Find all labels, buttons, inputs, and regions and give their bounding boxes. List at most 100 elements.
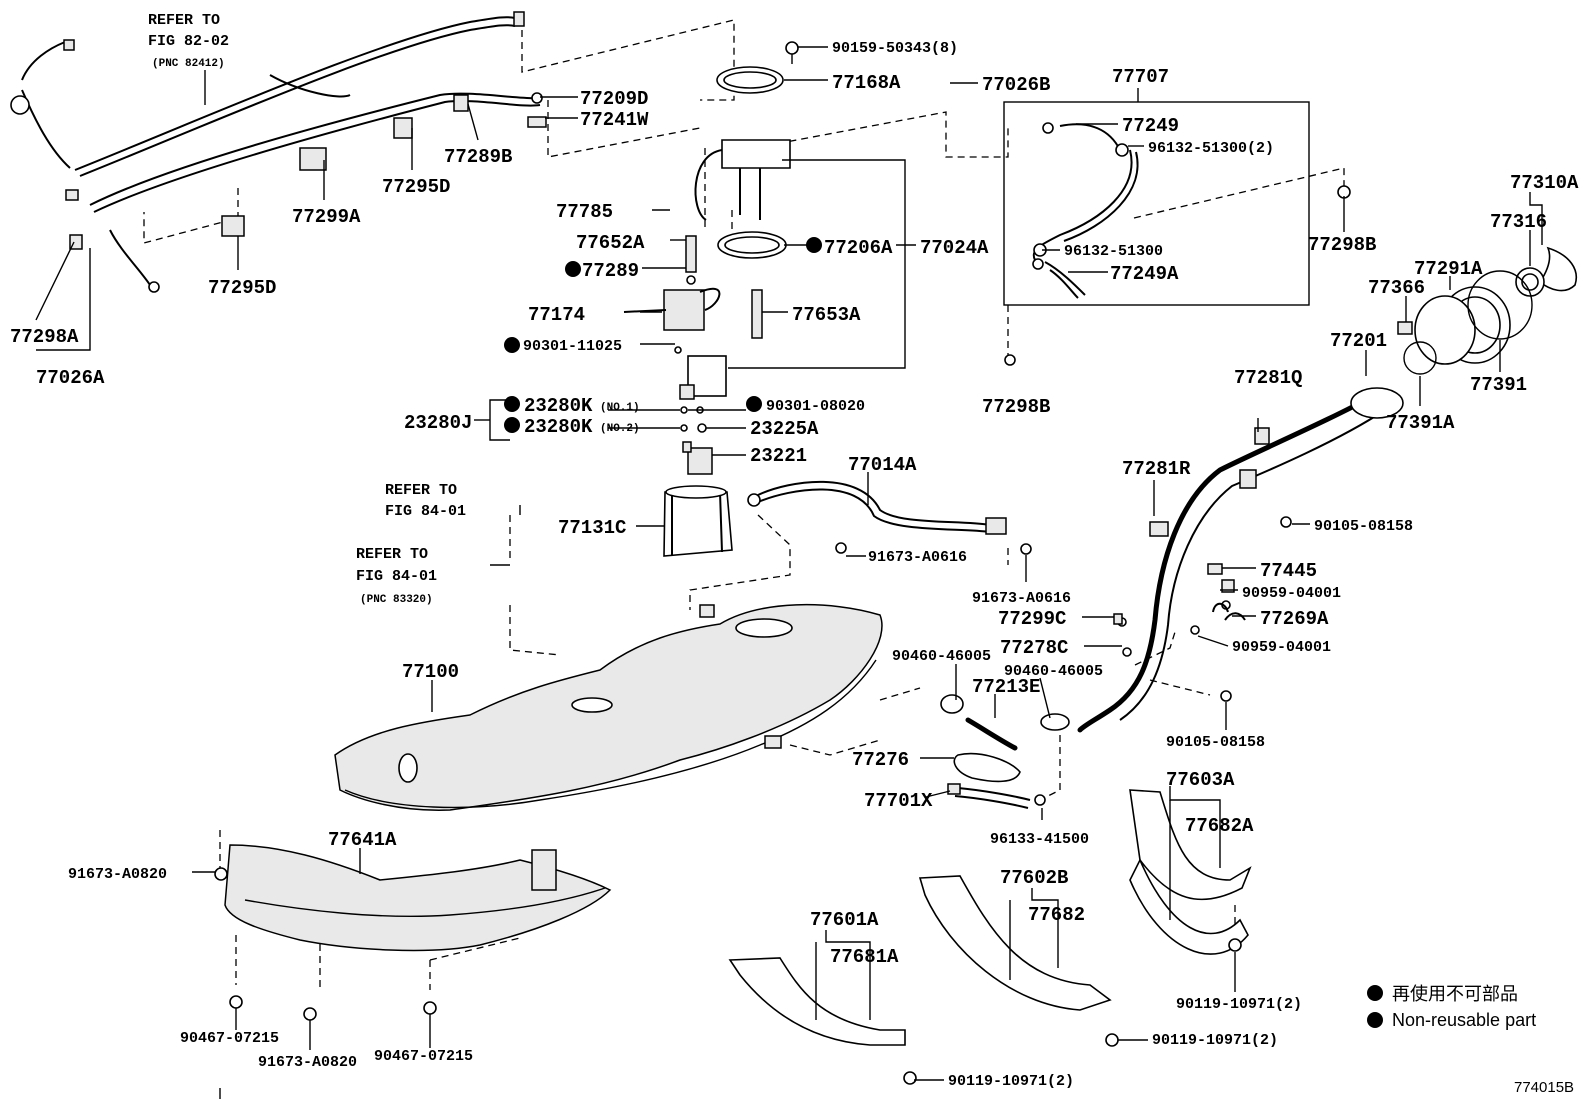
label-77682: 77682 [1028, 904, 1085, 926]
ref-note-84-01b-l1: REFER TO [356, 546, 428, 563]
label-77299c: 77299C [998, 608, 1066, 630]
label-90119-a: 90119-10971(2) [1176, 996, 1302, 1013]
ref-note-84-01b-l3: (PNC 83320) [360, 594, 433, 606]
label-96133: 96133-41500 [990, 831, 1089, 848]
label-91673-a0820-b: 91673-A0820 [258, 1054, 357, 1071]
label-77299a: 77299A [292, 206, 361, 228]
label-23225a: 23225A [750, 418, 819, 440]
label-91673-a0616-b: 91673-A0616 [972, 590, 1071, 607]
label-77291a: 77291A [1414, 258, 1483, 280]
filler-hoses [940, 694, 1070, 809]
label-23221: 23221 [750, 445, 807, 467]
dashed-guide-lines [143, 19, 1345, 990]
ref-note-84-01b-l2: FIG 84-01 [356, 568, 437, 585]
label-77445: 77445 [1260, 560, 1317, 582]
label-77206a: 77206A [824, 237, 893, 259]
filler-pipe-77201 [1077, 387, 1404, 733]
non-reusable-markers [504, 237, 1383, 1028]
label-77391: 77391 [1470, 374, 1527, 396]
label-77014a: 77014A [848, 454, 917, 476]
label-77276: 77276 [852, 749, 909, 771]
label-77602b: 77602B [1000, 867, 1068, 889]
label-77131c: 77131C [558, 517, 626, 539]
label-90301-11025: 90301-11025 [523, 338, 622, 355]
leader-lines [35, 46, 1543, 1099]
label-96132: 96132-51300 [1064, 243, 1163, 260]
label-77707: 77707 [1112, 66, 1169, 88]
label-90105-b: 90105-08158 [1166, 734, 1265, 751]
label-77241w: 77241W [580, 109, 649, 131]
figure-code: 774015B [1514, 1079, 1574, 1096]
label-90467-b: 90467-07215 [374, 1048, 473, 1065]
label-90959-a: 90959-04001 [1242, 585, 1341, 602]
label-77209d: 77209D [580, 88, 648, 110]
filler-cap-group [1397, 246, 1577, 375]
legend: 再使用不可部品 Non-reusable part 774015B [1392, 984, 1574, 1096]
label-91673-a0820-a: 91673-A0820 [68, 866, 167, 883]
label-77281q: 77281Q [1234, 367, 1302, 389]
label-77289: 77289 [582, 260, 639, 282]
label-96132-2: 96132-51300(2) [1148, 140, 1274, 157]
label-77269a: 77269A [1260, 608, 1329, 630]
label-90301-08020: 90301-08020 [766, 398, 865, 415]
label-77681a: 77681A [830, 946, 899, 968]
label-77100: 77100 [402, 661, 459, 683]
label-77298b-b: 77298B [982, 396, 1050, 418]
label-23280k-no2: 23280K [524, 416, 593, 438]
label-77785: 77785 [556, 201, 613, 223]
vent-hose-77014a [747, 480, 1032, 555]
label-77213e: 77213E [972, 676, 1040, 698]
label-77249: 77249 [1122, 115, 1179, 137]
label-77310a: 77310A [1510, 172, 1579, 194]
label-77641a: 77641A [328, 829, 397, 851]
label-77024a: 77024A [920, 237, 989, 259]
reference-notes: REFER TO FIG 82-02 (PNC 82412) REFER TO … [148, 12, 466, 606]
legend-jp-text: 再使用不可部品 [1392, 984, 1518, 1004]
hose-set-77707 [1003, 101, 1351, 366]
label-90119-b: 90119-10971(2) [1152, 1032, 1278, 1049]
label-77391a: 77391A [1386, 412, 1455, 434]
label-90467-a: 90467-07215 [180, 1030, 279, 1047]
label-77026a: 77026A [36, 367, 105, 389]
label-77366: 77366 [1368, 277, 1425, 299]
label-90460-a: 90460-46005 [892, 648, 991, 665]
label-77201: 77201 [1330, 330, 1387, 352]
ref-note-82-02-l1: REFER TO [148, 12, 220, 29]
label-77652a: 77652A [576, 232, 645, 254]
vapor-line-assembly [10, 11, 547, 293]
tank-straps [728, 789, 1252, 1085]
label-77653a: 77653A [792, 304, 861, 326]
ref-note-82-02-l2: FIG 82-02 [148, 33, 229, 50]
label-no1: (NO.1) [600, 402, 640, 414]
label-77174: 77174 [528, 304, 585, 326]
fuel-tank-77100 [334, 603, 883, 811]
label-77168a: 77168A [832, 72, 901, 94]
label-77249a: 77249A [1110, 263, 1179, 285]
ref-note-84-01a-l2: FIG 84-01 [385, 503, 466, 520]
label-90105-a: 90105-08158 [1314, 518, 1413, 535]
label-no2: (NO.2) [600, 423, 640, 435]
label-23280k-no1: 23280K [524, 395, 593, 417]
label-77603a: 77603A [1166, 769, 1235, 791]
fasteners-right [1113, 563, 1229, 627]
label-77295d-a: 77295D [382, 176, 450, 198]
label-77295d-b: 77295D [208, 277, 276, 299]
label-77601a: 77601A [810, 909, 879, 931]
label-90159: 90159-50343(8) [832, 40, 958, 57]
label-77298a: 77298A [10, 326, 79, 348]
legend-en-text: Non-reusable part [1392, 1010, 1536, 1030]
label-90460-b: 90460-46005 [1004, 663, 1103, 680]
label-23280j: 23280J [404, 412, 472, 434]
label-77682a: 77682A [1185, 815, 1254, 837]
fuel-pump-assembly [623, 41, 906, 557]
label-77298b-a: 77298B [1308, 234, 1376, 256]
ref-note-84-01a-l1: REFER TO [385, 482, 457, 499]
label-77316: 77316 [1490, 211, 1547, 233]
label-90959-b: 90959-04001 [1232, 639, 1331, 656]
label-91673-a0616-a: 91673-A0616 [868, 549, 967, 566]
label-77281r: 77281R [1122, 458, 1191, 480]
ref-note-82-02-l3: (PNC 82412) [152, 58, 225, 70]
label-90119-c: 90119-10971(2) [948, 1073, 1074, 1090]
label-77026b: 77026B [982, 74, 1050, 96]
